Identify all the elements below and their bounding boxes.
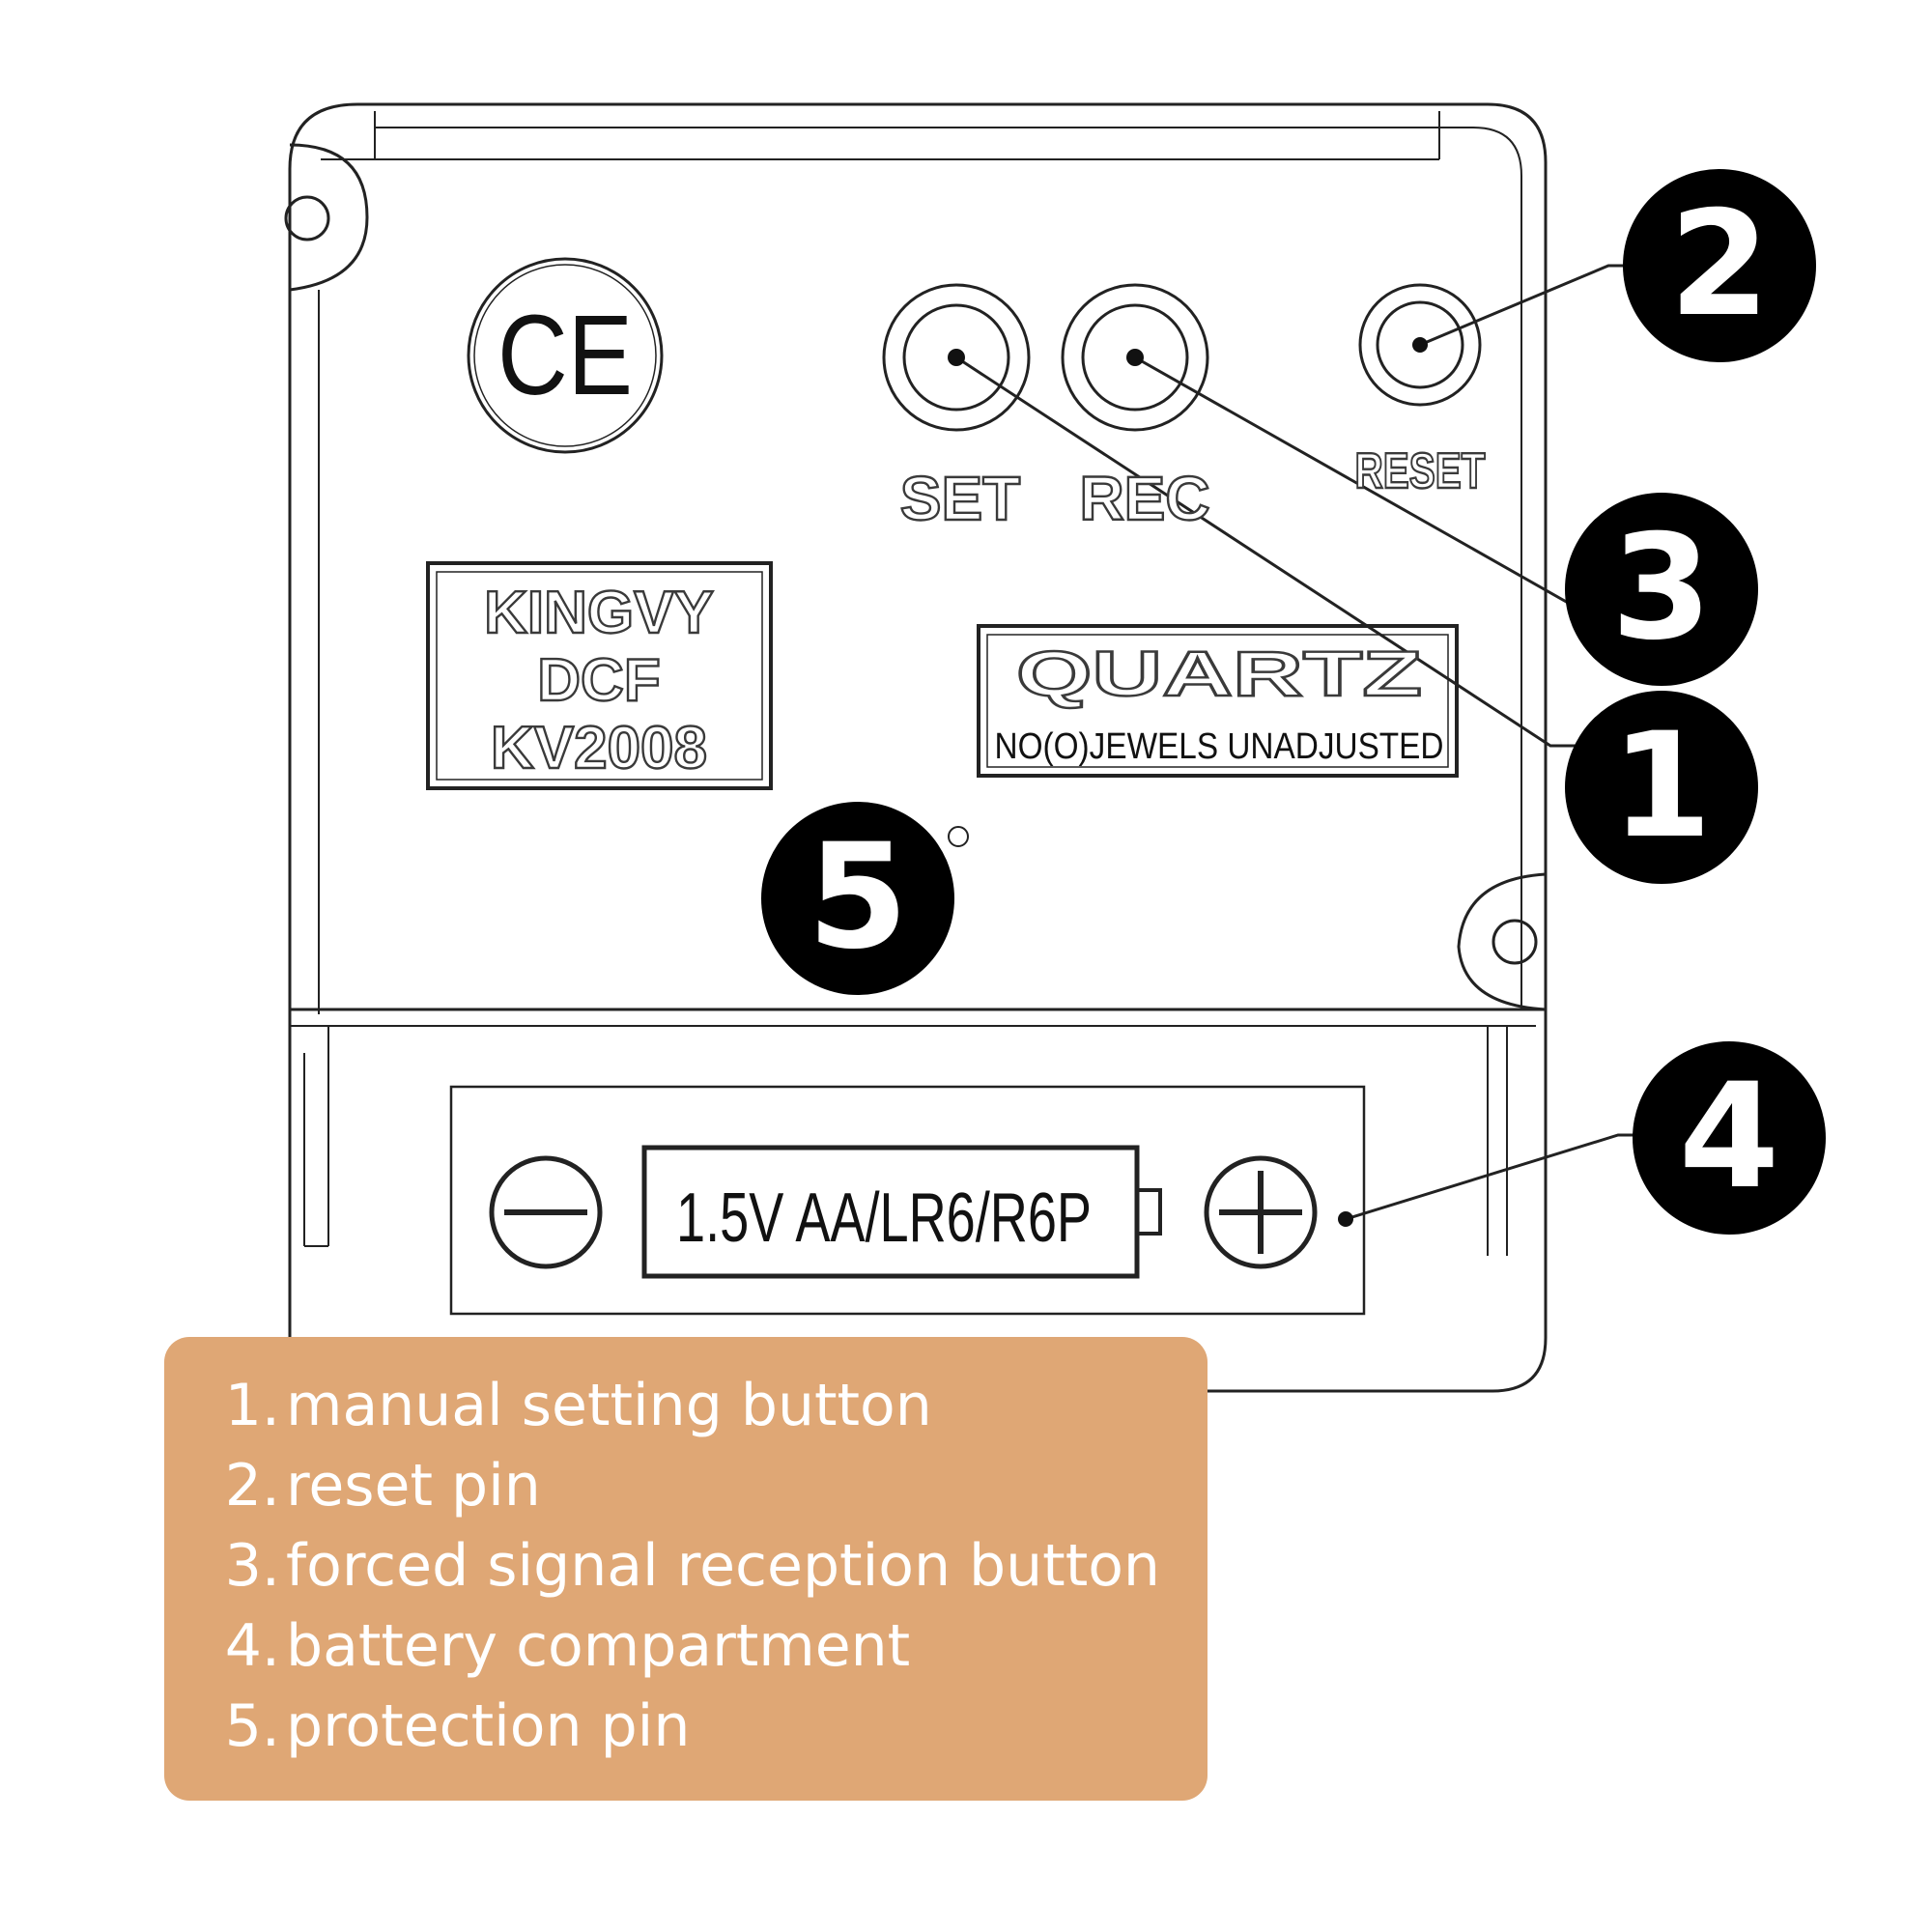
legend-text: manual setting button [286,1372,932,1439]
legend-item: 5. protection pin [218,1692,1208,1773]
legend-number: 5. [224,1692,280,1760]
callout-2-number: 2 [1669,181,1770,349]
set-label: SET [900,464,1020,533]
callout-5: 5 [761,802,954,995]
legend-number: 1. [224,1372,280,1439]
rec-label: REC [1079,464,1209,533]
legend-box: 1. manual setting button 2. reset pin 3.… [164,1337,1208,1801]
legend-text: forced signal reception button [286,1532,1160,1600]
protection-pin-hole [948,826,969,847]
model-line-1: KINGVY [484,580,714,646]
callout-3-number: 3 [1611,504,1712,672]
legend-item: 3. forced signal reception button [218,1532,1208,1612]
callout-5-number: 5 [808,813,908,981]
ce-seal [467,257,664,454]
legend-number: 3. [224,1532,280,1600]
mount-ear-top-left [284,143,369,292]
legend-text: protection pin [286,1692,691,1760]
ce-mark: CE [497,292,633,419]
legend-text: reset pin [286,1452,541,1520]
model-line-3: KV2008 [491,715,707,781]
set-button[interactable] [882,283,1031,432]
minus-circle-icon [489,1155,603,1269]
reset-pin[interactable] [1358,283,1482,407]
quartz-subtitle: NO(O)JEWELS UNADJUSTED [995,726,1444,767]
legend-number: 4. [224,1612,280,1680]
plus-circle-icon [1204,1155,1318,1269]
model-plate [426,561,773,790]
callout-1-number: 1 [1611,702,1712,870]
callout-3: 3 [1565,493,1758,686]
quartz-plate [977,624,1459,778]
battery-panel [449,1085,1366,1316]
rec-button[interactable] [1061,283,1209,432]
legend-number: 2. [224,1452,280,1520]
legend-item: 2. reset pin [218,1452,1208,1532]
callout-4: 4 [1633,1041,1826,1235]
legend-text: battery compartment [286,1612,911,1680]
callout-4-number: 4 [1679,1053,1779,1221]
legend-item: 4. battery compartment [218,1612,1208,1692]
callout-1: 1 [1565,691,1758,884]
model-line-2: DCF [537,647,660,714]
callout-2: 2 [1623,169,1816,362]
mount-ear-bottom-right [1457,872,1547,1011]
quartz-title: QUARTZ [1016,638,1422,709]
battery-label: 1.5V AA/LR6/R6P [676,1179,1092,1257]
reset-label: RESET [1355,443,1486,499]
legend-item: 1. manual setting button [218,1372,1208,1452]
